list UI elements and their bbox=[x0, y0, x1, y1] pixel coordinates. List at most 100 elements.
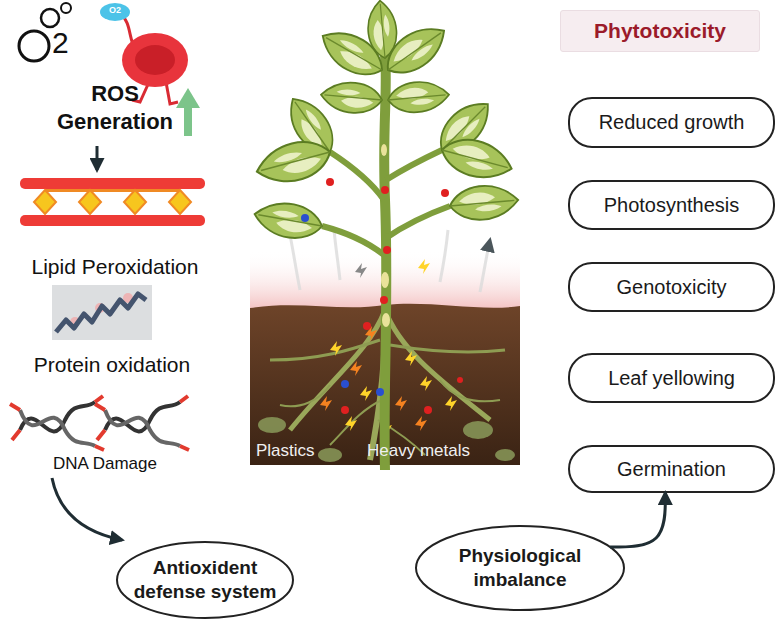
flow-arrow bbox=[96, 146, 99, 170]
dna-icon bbox=[95, 404, 105, 440]
plant-leaf bbox=[252, 0, 520, 243]
flow-arrow bbox=[610, 493, 665, 547]
root-system bbox=[330, 400, 382, 445]
root-system bbox=[290, 310, 385, 430]
node-text: Phytotoxicity bbox=[594, 19, 726, 43]
root-system bbox=[440, 380, 500, 401]
lipid-icon bbox=[20, 215, 205, 226]
dna-icon bbox=[95, 396, 104, 450]
dna-icon bbox=[180, 396, 189, 450]
soil-label: Plastics bbox=[256, 440, 346, 461]
increase-arrow bbox=[184, 106, 192, 136]
dna-icon bbox=[10, 404, 20, 440]
plastic-particle bbox=[495, 449, 515, 461]
contaminant-dot bbox=[326, 178, 334, 186]
contaminant-dot bbox=[341, 380, 349, 388]
plant-leaf bbox=[252, 134, 335, 189]
process-label: DNA Damage bbox=[15, 453, 195, 474]
contaminant-dot bbox=[341, 406, 349, 414]
contaminant-dot bbox=[383, 246, 391, 254]
plant-leaf bbox=[320, 80, 384, 115]
plant-stem bbox=[322, 226, 384, 255]
ellipse-outline bbox=[414, 524, 626, 612]
lipid-icon bbox=[34, 190, 56, 214]
contaminant-dot bbox=[424, 406, 432, 414]
heavy-metal-bolt bbox=[395, 396, 407, 411]
plant-stem bbox=[386, 206, 450, 238]
plant-stem bbox=[384, 55, 386, 470]
increase-arrow bbox=[176, 88, 200, 108]
lipid-icon bbox=[20, 178, 205, 189]
node-text: Physiological imbalance bbox=[445, 544, 595, 592]
lipid-icon bbox=[79, 190, 101, 214]
process-label: Lipid Peroxidation bbox=[0, 254, 230, 280]
lipid-icon bbox=[124, 190, 146, 214]
section-heading: ROS Generation bbox=[45, 80, 185, 135]
contaminant-dot bbox=[380, 296, 388, 304]
node-text: Leaf yellowing bbox=[608, 367, 735, 390]
node-text: Antioxident defense system bbox=[130, 556, 280, 604]
process-ellipse: Physiological imbalance bbox=[414, 524, 626, 612]
heavy-metal-bolt bbox=[350, 361, 362, 376]
root-system bbox=[270, 340, 380, 360]
red-blood-cell bbox=[100, 3, 130, 21]
heading-box: Phytotoxicity bbox=[560, 10, 760, 52]
ellipse-outline bbox=[115, 540, 295, 620]
plant-leaf bbox=[314, 22, 390, 85]
plastic-particle bbox=[318, 448, 342, 462]
flow-arrow bbox=[52, 478, 122, 540]
heavy-metal-bolt bbox=[445, 396, 457, 411]
heavy-metal-bolt bbox=[405, 351, 417, 366]
node-text: Reduced growth bbox=[599, 111, 745, 134]
heavy-metal-bolt bbox=[415, 416, 427, 431]
node-text: Photosynthesis bbox=[604, 194, 740, 217]
process-ellipse: Antioxident defense system bbox=[115, 540, 295, 620]
red-blood-cell bbox=[122, 33, 188, 87]
plant-illustration bbox=[250, 0, 520, 470]
dna-icon bbox=[20, 410, 95, 446]
root-system bbox=[385, 310, 490, 420]
plant-stem bbox=[330, 152, 384, 200]
heavy-metal-bolt bbox=[420, 376, 432, 391]
symbol-text: O2 bbox=[102, 5, 128, 16]
plant-stem bbox=[386, 150, 442, 180]
dna-icon bbox=[105, 410, 180, 446]
effect-box: Leaf yellowing bbox=[568, 353, 775, 403]
plant-leaf bbox=[387, 79, 451, 114]
heavy-metal-bolt bbox=[345, 416, 357, 431]
effect-box: Genotoxicity bbox=[568, 262, 775, 312]
red-blood-cell bbox=[166, 82, 178, 104]
symbol-text: 2 bbox=[52, 24, 82, 62]
plant-stem bbox=[322, 55, 450, 470]
heavy-metal-bolt bbox=[330, 341, 342, 356]
root-system bbox=[390, 345, 505, 352]
process-label: Protein oxidation bbox=[0, 352, 224, 378]
soil-label: Heavy metals bbox=[367, 440, 517, 461]
ellipse-outline bbox=[416, 526, 624, 610]
heavy-metal-bolt bbox=[418, 259, 430, 274]
effect-box: Reduced growth bbox=[568, 97, 775, 148]
heavy-metal-bolt bbox=[355, 263, 367, 278]
plant-leaf bbox=[252, 198, 325, 243]
dna-icon bbox=[10, 396, 189, 450]
node-text: Genotoxicity bbox=[616, 276, 726, 299]
node-text: Germination bbox=[617, 458, 726, 481]
contaminant-dot bbox=[376, 388, 384, 396]
plant-leaf bbox=[449, 183, 520, 222]
contaminant-dot bbox=[301, 178, 463, 414]
plastic-particle bbox=[258, 417, 286, 433]
oxygen-symbol bbox=[61, 3, 71, 13]
plastic-particle bbox=[463, 421, 493, 439]
protein-icon bbox=[56, 294, 146, 332]
ellipse-outline bbox=[117, 542, 293, 618]
contaminant-dot bbox=[381, 186, 389, 194]
effect-box: Germination bbox=[568, 445, 775, 493]
plant-stem bbox=[382, 313, 390, 327]
contaminant-dot bbox=[363, 322, 371, 330]
lipid-icon bbox=[169, 190, 191, 214]
effect-box: Photosynthesis bbox=[568, 180, 775, 230]
protein-icon bbox=[52, 285, 152, 340]
protein-icon bbox=[52, 285, 152, 340]
plant-stem bbox=[381, 272, 389, 288]
contaminant-dot bbox=[457, 377, 463, 383]
